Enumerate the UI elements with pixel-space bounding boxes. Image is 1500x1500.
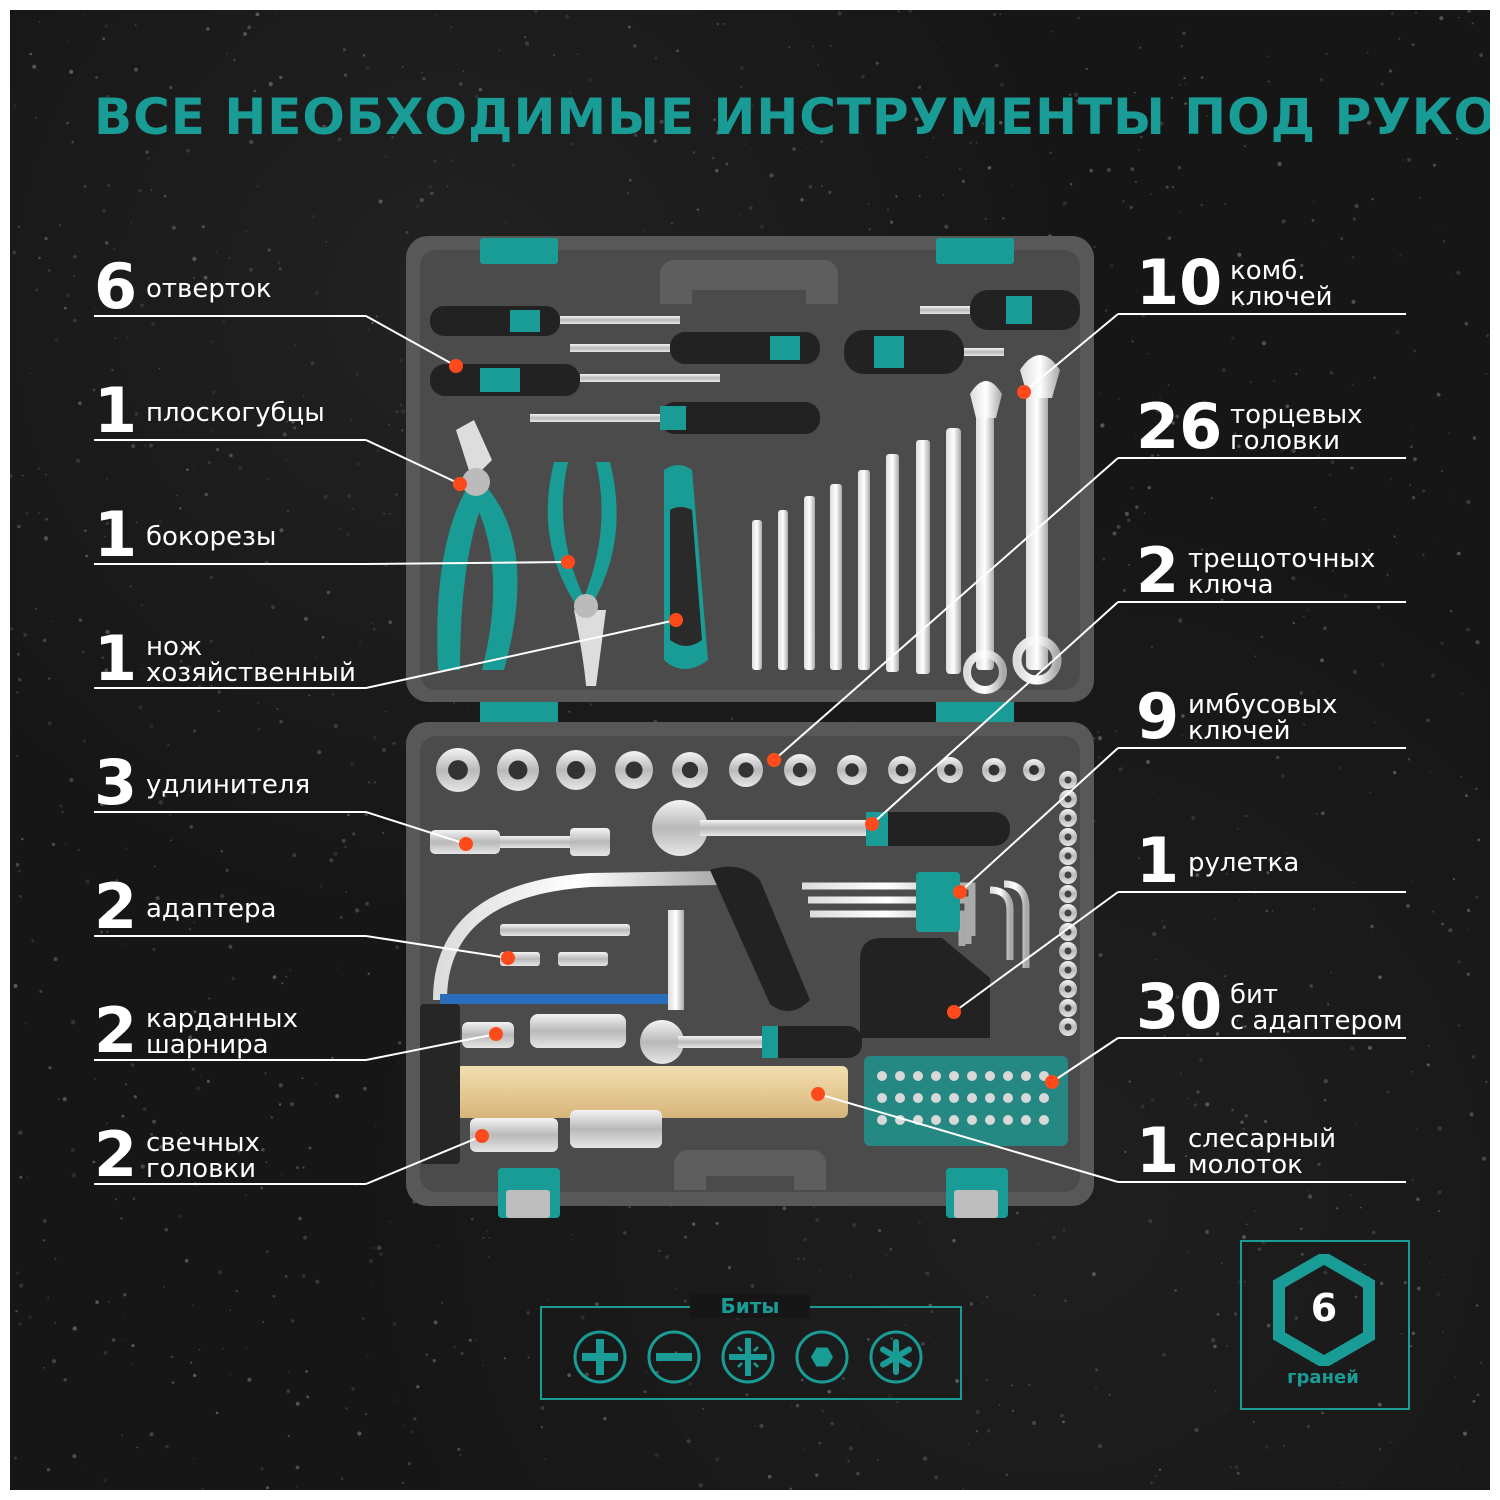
callout-text-line1: карданных <box>146 1004 298 1034</box>
pozidriv-bit-icon <box>721 1330 775 1384</box>
bit-holder <box>864 1056 1068 1146</box>
callout-text-line1: адаптера <box>146 894 277 924</box>
headline: ВСЕ НЕОБХОДИМЫЕ ИНСТРУМЕНТЫ ПОД РУКОЙ <box>94 88 1490 146</box>
callout-count: 2 <box>1136 534 1180 607</box>
phillips-bit-icon <box>573 1330 627 1384</box>
hacksaw <box>433 866 810 1012</box>
callout-count: 2 <box>94 870 138 943</box>
callout-text-line2: хозяйственный <box>146 658 356 688</box>
callout-count: 1 <box>94 622 138 695</box>
callout-text-line1: торцевых <box>1230 400 1363 430</box>
callout-text-line1: комб. <box>1230 256 1306 286</box>
callout-text-line1: бокорезы <box>146 522 277 552</box>
callout-text-line1: удлинителя <box>146 770 311 800</box>
callout-text-line2: ключей <box>1230 282 1333 312</box>
callout-count: 2 <box>94 1118 138 1191</box>
callout-text-line2: шарнира <box>146 1030 269 1060</box>
callout-count: 1 <box>1136 824 1180 897</box>
callout-text-line1: нож <box>146 632 203 662</box>
callout-text-line1: плоскогубцы <box>146 398 325 428</box>
hex-bit-icon <box>795 1330 849 1384</box>
callout-text-line1: слесарный <box>1188 1124 1337 1154</box>
callout-count: 2 <box>94 994 138 1067</box>
spark-plug-sockets <box>470 1110 662 1152</box>
callout-text-line2: ключей <box>1188 716 1291 746</box>
callout-text-line1: отверток <box>146 274 272 304</box>
hexagon-icon <box>1273 1254 1375 1366</box>
callout-count: 1 <box>94 374 138 447</box>
extension-bars <box>430 828 610 856</box>
callout-text-line1: имбусовых <box>1188 690 1338 720</box>
callout-text-line2: с адаптером <box>1230 1006 1403 1036</box>
callout-count: 6 <box>94 250 138 323</box>
callout-text-line1: рулетка <box>1188 848 1300 878</box>
callout-text-line1: свечных <box>146 1128 260 1158</box>
callout-count: 30 <box>1136 970 1223 1043</box>
callout-count: 9 <box>1136 680 1180 753</box>
callout-count: 1 <box>1136 1114 1180 1187</box>
callout-text-line2: молоток <box>1188 1150 1303 1180</box>
bits-title: Биты <box>690 1294 810 1318</box>
slotted-bit-icon <box>647 1330 701 1384</box>
hex-number: 6 <box>1310 1286 1338 1330</box>
torx-bit-icon <box>869 1330 923 1384</box>
callout-count: 26 <box>1136 390 1223 463</box>
ratchet-small <box>640 1020 862 1064</box>
callout-count: 10 <box>1136 246 1223 319</box>
infographic: ВСЕ НЕОБХОДИМЫЕ ИНСТРУМЕНТЫ ПОД РУКОЙ <box>10 10 1490 1490</box>
callout-count: 1 <box>94 498 138 571</box>
callout-text-line1: бит <box>1230 980 1279 1010</box>
hex-badge <box>1240 1240 1410 1410</box>
hex-caption: граней <box>1287 1367 1359 1388</box>
callout-text-line2: головки <box>146 1154 257 1184</box>
callout-text-line2: головки <box>1230 426 1341 456</box>
callout-text-line1: трещоточных <box>1188 544 1376 574</box>
callout-text-line2: ключа <box>1188 570 1274 600</box>
callout-count: 3 <box>94 746 138 819</box>
